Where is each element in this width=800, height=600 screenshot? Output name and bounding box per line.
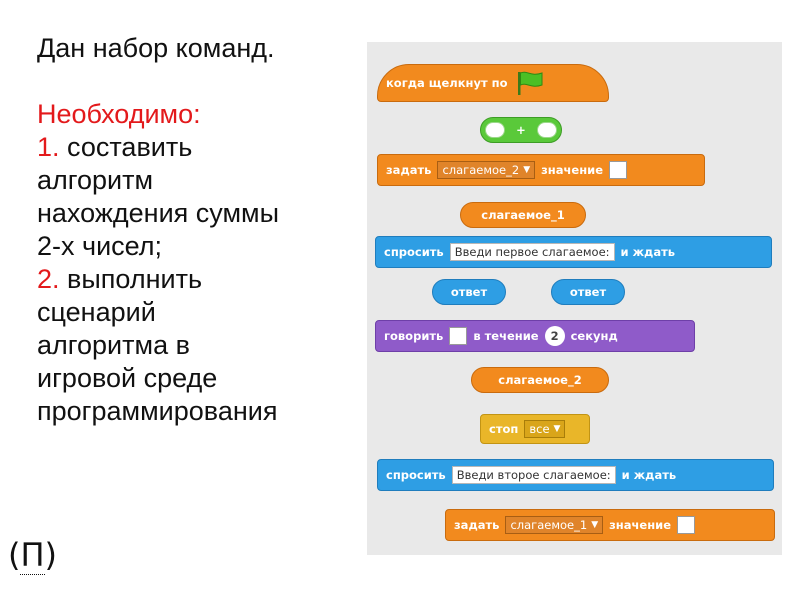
task-1-line-1: 1. составить: [37, 132, 193, 162]
chevron-down-icon: ▼: [553, 424, 561, 434]
ask-prompt-input[interactable]: Введи второе слагаемое:: [451, 466, 616, 484]
seconds-input[interactable]: 2: [544, 326, 565, 346]
plus-operator-label: +: [516, 123, 526, 137]
scratch-blocks-panel: когда щелкнут по + задать слагаемое_2▼ з…: [367, 42, 782, 555]
ask-prompt-input[interactable]: Введи первое слагаемое:: [449, 243, 615, 261]
intro-text: Дан набор команд.: [37, 33, 275, 63]
variable-dropdown[interactable]: слагаемое_2▼: [437, 161, 536, 179]
task-1-line-2: алгоритм: [37, 165, 154, 195]
task-1-line-4: 2-х чисел;: [37, 231, 163, 261]
set-variable-1-block[interactable]: задать слагаемое_1▼ значение: [445, 509, 775, 541]
task-2-line-2: сценарий: [37, 297, 156, 327]
chevron-down-icon: ▼: [591, 520, 599, 530]
answer-reporter[interactable]: ответ: [551, 279, 625, 305]
chevron-down-icon: ▼: [523, 165, 531, 175]
task-1-line-3: нахождения суммы: [37, 198, 280, 228]
ask-first-number-block[interactable]: спросить Введи первое слагаемое: и ждать: [375, 236, 772, 268]
variable-2-reporter[interactable]: слагаемое_2: [471, 367, 609, 393]
value-input-slot[interactable]: [677, 516, 695, 534]
task-2-line-3: алгоритма в: [37, 330, 190, 360]
footer-letter: П: [20, 536, 45, 575]
task-2-line-5: программирования: [37, 396, 278, 426]
task-2-number: 2.: [37, 264, 60, 294]
value-input-slot[interactable]: [609, 161, 627, 179]
left-operand-slot[interactable]: [485, 122, 505, 138]
answer-reporter[interactable]: ответ: [432, 279, 506, 305]
stop-option-dropdown[interactable]: все▼: [524, 420, 566, 438]
add-operator-block[interactable]: +: [480, 117, 562, 143]
task-2-line-1: 2. выполнить: [37, 264, 203, 294]
task-1-number: 1.: [37, 132, 60, 162]
footer-parenthetical: (П): [8, 536, 58, 575]
ask-second-number-block[interactable]: спросить Введи второе слагаемое: и ждать: [377, 459, 774, 491]
instruction-text: Дан набор команд. Необходимо: 1. состави…: [37, 32, 357, 428]
hat-block-label: когда щелкнут по: [386, 76, 508, 90]
stop-block[interactable]: стоп все▼: [480, 414, 590, 444]
green-flag-icon: [518, 71, 543, 95]
set-variable-2-block[interactable]: задать слагаемое_2▼ значение: [377, 154, 705, 186]
variable-1-reporter[interactable]: слагаемое_1: [460, 202, 586, 228]
variable-dropdown[interactable]: слагаемое_1▼: [505, 516, 604, 534]
say-for-seconds-block[interactable]: говорить в течение 2 секунд: [375, 320, 695, 352]
message-input-slot[interactable]: [449, 327, 468, 345]
task-2-line-4: игровой среде: [37, 363, 218, 393]
right-operand-slot[interactable]: [536, 122, 557, 138]
heading-text: Необходимо:: [37, 99, 201, 129]
when-flag-clicked-block[interactable]: когда щелкнут по: [377, 64, 609, 102]
